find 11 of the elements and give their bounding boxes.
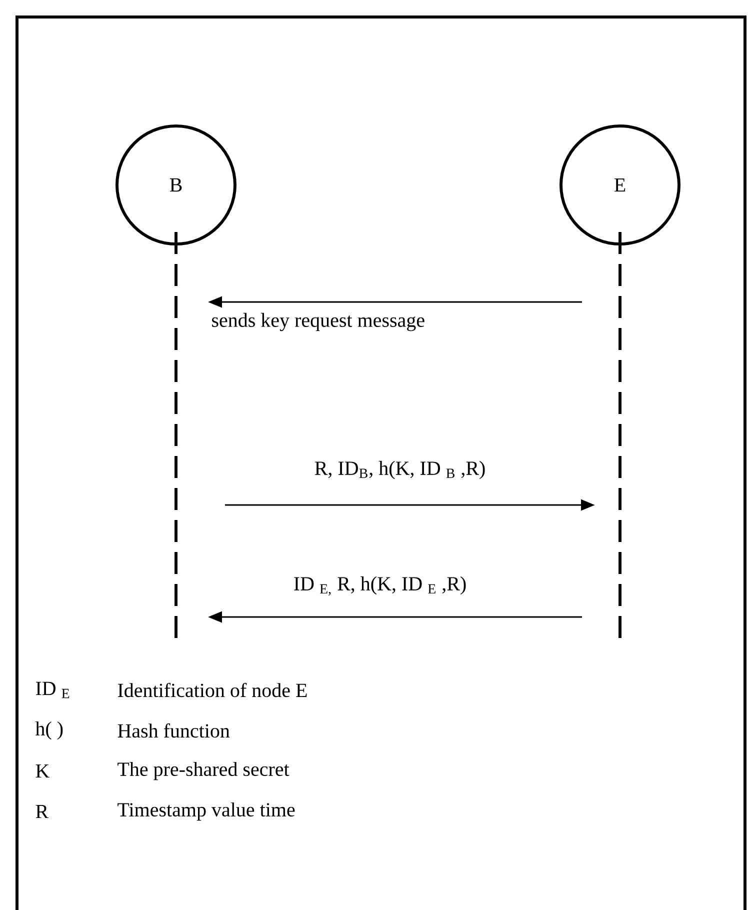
legend-description: Identification of node E [118,682,307,698]
legend-description: The pre-shared secret [118,762,290,780]
legend-description: Timestamp value time [118,802,295,821]
edge-label: ID $_{E,}$ R, h(K, ID $_{E}$ ,R) [294,576,466,596]
legend-symbol: K [36,764,50,778]
edge-label: R, ID$_{B}$, h(K, ID $_{B}$ ,R) [314,460,485,480]
legend-symbol: ID $_{E}$ [36,682,70,698]
legend-symbol: h( ) [35,721,63,740]
edge-label: sends key request message [212,312,424,332]
legend-description: Hash function [118,723,230,738]
legend-symbol: R [36,804,49,818]
